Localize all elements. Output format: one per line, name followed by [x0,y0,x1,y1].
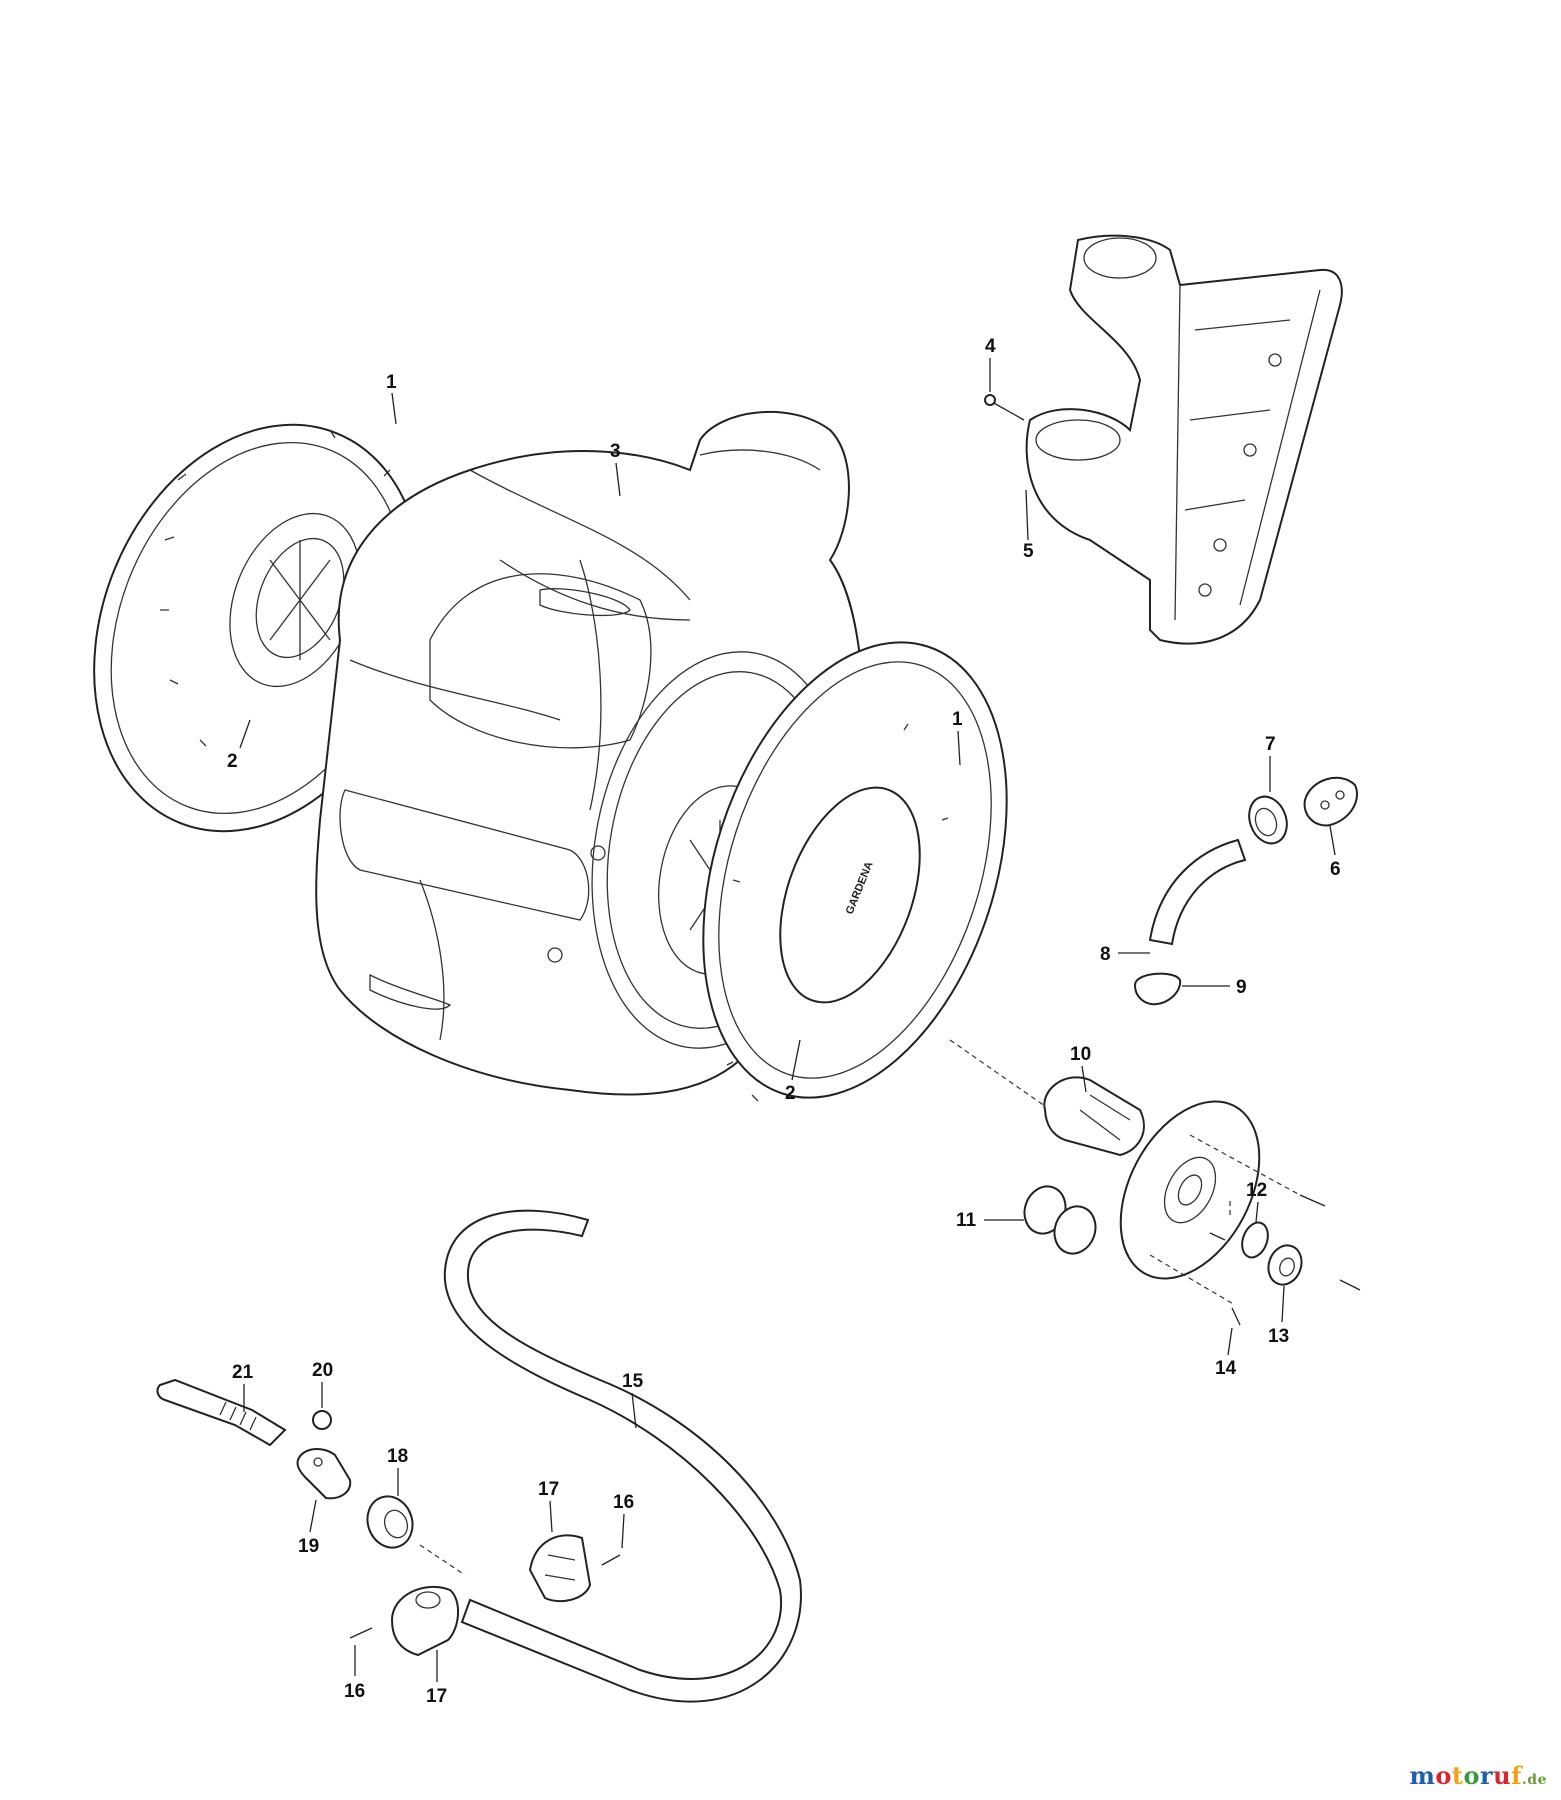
spray-nozzle-21 [156,1378,287,1447]
swivel-assembly [949,1039,1361,1326]
callout-8: 8 [1100,944,1111,965]
hose-clip-17-lower [390,1585,459,1657]
right-side-cover: GARDENA [702,641,1008,1102]
callout-5: 5 [1023,541,1034,562]
callout-1-left: 1 [386,372,397,393]
callout-20: 20 [312,1360,333,1381]
watermark-suffix: .de [1521,1772,1547,1788]
callout-14: 14 [1215,1358,1237,1379]
callout-21: 21 [232,1362,254,1383]
coupling-18 [366,1495,414,1549]
callout-4: 4 [985,336,996,357]
connector-19 [296,1448,352,1500]
callout-9: 9 [1236,977,1247,998]
gasket-9 [1133,972,1182,1006]
connector-6 [1303,776,1358,827]
callout-10: 10 [1070,1044,1091,1065]
callout-2-left: 2 [227,751,238,772]
washer-20 [312,1410,332,1430]
callout-6: 6 [1330,859,1341,880]
callout-17-lower: 17 [426,1686,447,1707]
callout-1-right: 1 [952,709,963,730]
watermark-main: motoruf [1409,1761,1522,1790]
screw-4 [984,394,1025,421]
hose-piece-8 [1148,838,1247,946]
callout-labels: 1 2 3 4 5 1 7 6 8 9 2 10 11 12 13 14 15 [227,336,1341,1707]
callout-16-lower: 16 [344,1681,365,1702]
callout-3: 3 [610,441,621,462]
callout-12: 12 [1246,1180,1267,1201]
wall-bracket [1025,234,1343,645]
callout-13: 13 [1268,1326,1289,1347]
callout-17-upper: 17 [538,1479,559,1500]
callout-7: 7 [1265,734,1276,755]
hose-15 [443,1209,802,1703]
callout-2-right: 2 [785,1083,796,1104]
coupling-nut-7 [1248,795,1288,845]
callout-18: 18 [387,1446,408,1467]
callout-15: 15 [622,1371,644,1392]
hose-clip-17-upper [528,1534,592,1603]
callout-11: 11 [956,1210,977,1231]
callout-19: 19 [298,1536,319,1557]
screw-16-upper [601,1554,621,1566]
screw-16-lower [349,1627,373,1639]
watermark-logo: motoruf.de [1409,1761,1547,1790]
callout-16-upper: 16 [613,1492,634,1513]
